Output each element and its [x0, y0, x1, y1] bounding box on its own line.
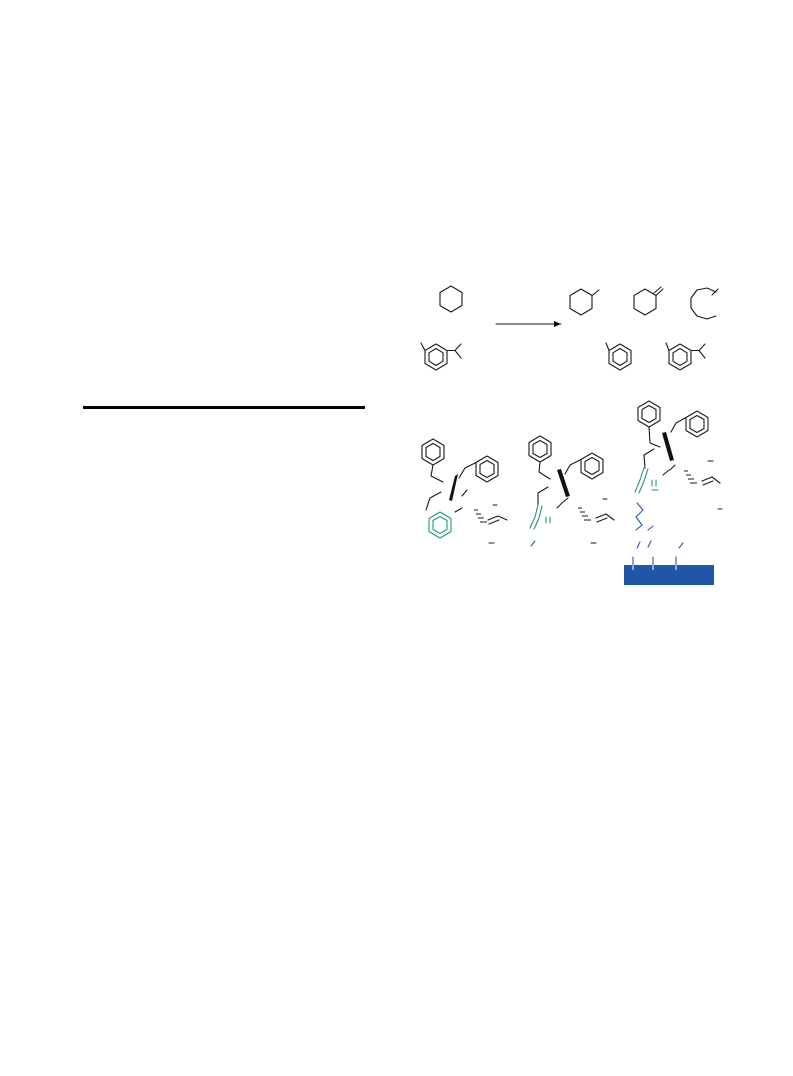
product-methylenecyclohexane [633, 286, 664, 316]
complex-3 [634, 400, 723, 549]
product-cycloheptane [690, 287, 719, 320]
solid-support [624, 556, 714, 585]
reaction-scheme [420, 285, 719, 371]
product-toluene [605, 342, 632, 371]
section-rule [83, 406, 365, 409]
reactant-cyclohexane [439, 285, 463, 313]
complex-1 [421, 438, 508, 544]
product-methylcyclohexane [569, 288, 600, 316]
reactant-arene [420, 342, 462, 371]
complex-2 [528, 435, 615, 547]
product-arene [665, 342, 706, 371]
